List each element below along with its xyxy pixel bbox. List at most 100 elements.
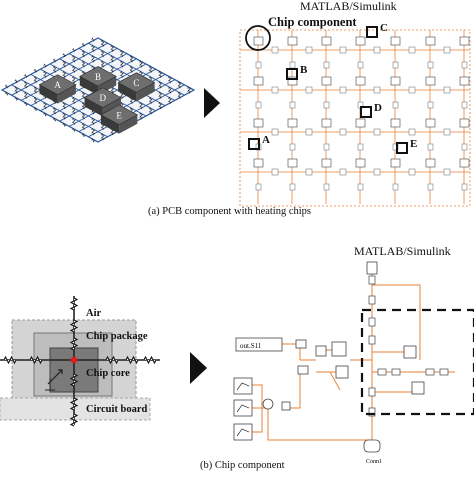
sim-resistor-block [323,143,330,151]
sim-resistor-block [271,46,279,54]
layer-label-circuit-board: Circuit board [86,404,148,415]
pcb-resistor [81,122,86,127]
top-block [366,261,378,275]
sim-node-block [425,118,436,128]
pcb-resistor [158,73,163,79]
pcb-resistor [62,63,67,68]
pcb-resistor [62,122,67,127]
sim-node-block [287,36,298,46]
pcb-resistor [177,91,182,96]
pcb-resistor [139,60,143,65]
pcb-resistor [81,91,86,96]
pcb-resistor [110,89,115,94]
chip-letter: A [54,80,61,90]
pcb-resistor [43,101,47,107]
matlab-simulink-label-b: MATLAB/Simulink [354,244,451,258]
chip-side-left [39,84,58,104]
pcb-resistor [24,94,28,99]
pcb-resistor [43,63,47,68]
sim-resistor-block [427,143,434,151]
sim-node-block [355,76,366,86]
sim-resistor [377,368,387,376]
pcb-resistor [33,107,38,112]
out-block-label: out.S11 [240,342,262,350]
pcb-resistor [120,94,124,99]
chip-top [100,104,138,126]
sim-resistor [368,335,376,345]
sim-resistor-block [392,183,399,191]
pcb-resistor [110,68,115,73]
pcb-resistor [120,53,124,58]
panel-b-caption: (b) Chip component [200,460,285,471]
sim-resistor-block [408,128,416,136]
resistor-symbol [69,413,79,427]
pcb-resistor [187,86,191,91]
pcb-resistor [148,110,153,115]
pcb-resistor [148,99,153,105]
pcb-grid-line [97,89,195,143]
sim-node-block [390,76,401,86]
pcb-resistor [91,120,95,125]
conn-label: Conn1 [366,459,382,465]
pcb-resistor [52,107,57,112]
pcb-resistor [62,73,67,79]
sim-resistor-block [357,183,364,191]
pcb-resistor [139,105,143,110]
pcb-resistor [177,94,182,99]
pcb-resistor [129,65,134,70]
sim-resistor [425,368,435,376]
pcb-grid-line [78,79,176,132]
callout-letter: D [374,102,382,114]
capacitor-block-1 [403,345,417,359]
sim-resistor-block [255,61,262,69]
pcb-resistor [110,58,115,63]
chip-top [79,66,117,87]
pcb-resistor [81,60,86,65]
sim-resistor-block [408,168,416,176]
layer-label-chip-core: Chip core [86,368,130,379]
pcb-resistor [148,107,153,112]
pcb-resistor [72,127,76,133]
pcb-resistor [52,68,57,73]
sim-resistor-block [323,61,330,69]
pcb-grid-line [1,89,99,143]
pcb-resistor [81,125,86,131]
pcb-resistor [72,117,76,122]
sim-node-block [253,158,264,168]
pcb-resistor [158,70,163,75]
pcb-resistor [81,42,86,47]
chip-side-right [136,82,155,102]
pcb-resistor [100,63,105,68]
pcb-resistor [14,79,19,84]
sim-node-block [287,76,298,86]
capacitor-block-2 [411,381,425,395]
callout-box [286,68,298,80]
pcb-resistor [100,39,105,44]
chip-side-right [119,114,138,134]
sim-node-block [321,158,332,168]
sensor-block-5 [297,365,309,375]
pcb-resistor [148,96,153,101]
pcb-resistor [81,105,86,110]
out-block [235,337,283,352]
resistor-symbol [69,397,79,411]
simulink-chip-model: out.S11 Conn1 [233,261,474,465]
sim-resistor-block [255,101,262,109]
pcb-resistor [139,70,143,75]
sim-resistor-block [443,46,451,54]
pcb-resistor [91,58,95,63]
sim-resistor [368,387,376,397]
sim-resistor-block [271,86,279,94]
pcb-resistor [120,73,124,79]
panel-a-caption: (a) PCB component with heating chips [148,206,312,217]
sim-resistor-block [461,183,468,191]
pcb-resistor [177,81,182,86]
pcb-resistor [91,47,95,53]
pcb-resistor [129,99,134,105]
pcb-resistor [33,86,38,91]
sim-resistor-block [323,101,330,109]
pcb-resistor [139,115,143,120]
sim-resistor [368,317,376,327]
chip-component-label: Chip component [268,15,357,29]
